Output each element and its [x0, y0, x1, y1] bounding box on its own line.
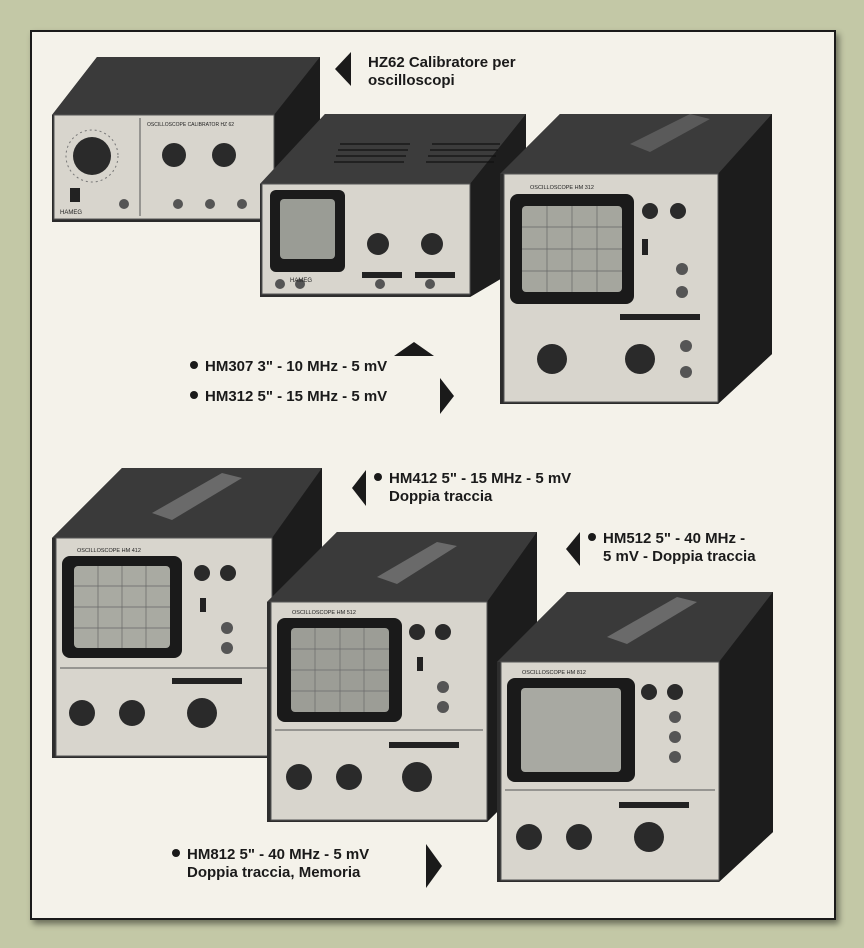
caption-hz62-line2: oscilloscopi [368, 72, 455, 89]
catalog-page: OSCILLOSCOPE CALIBRATOR HZ 62 HAMEG HAME… [30, 30, 836, 920]
bullet-icon [172, 849, 180, 857]
caption-hz62: HZ62 Calibratore per oscilloscopi [368, 54, 516, 90]
caption-hm307-text: HM307 3" - 10 MHz - 5 mV [205, 358, 388, 375]
arrow-right-icon [440, 378, 454, 414]
arrow-up-icon [394, 342, 434, 356]
hz62-panel-label: OSCILLOSCOPE CALIBRATOR HZ 62 [147, 122, 234, 128]
hm307-panel-label: HAMEG [290, 278, 312, 284]
hz62-brand: HAMEG [60, 210, 82, 216]
caption-hm312-text: HM312 5" - 15 MHz - 5 mV [205, 388, 388, 405]
bullet-icon [374, 473, 382, 481]
caption-hm412: HM412 5" - 15 MHz - 5 mV Doppia traccia [374, 470, 571, 506]
hm812-oscilloscope-image: OSCILLOSCOPE HM 812 [497, 592, 773, 882]
caption-hm512-line2: 5 mV - Doppia traccia [603, 548, 756, 565]
caption-hm512-line1: HM512 5" - 40 MHz - [603, 530, 746, 547]
arrow-left-icon [566, 532, 580, 566]
hm812-panel-label: OSCILLOSCOPE HM 812 [522, 670, 586, 676]
arrow-left-icon [352, 470, 366, 506]
caption-hz62-line1: HZ62 Calibratore per [368, 54, 516, 71]
bullet-icon [190, 391, 198, 399]
caption-hm812-line2: Doppia traccia, Memoria [187, 864, 361, 881]
arrow-right-icon [426, 844, 442, 888]
hm307-oscilloscope-image: HAMEG [260, 114, 526, 297]
caption-hm412-line1: HM412 5" - 15 MHz - 5 mV [389, 470, 572, 487]
caption-hm312: HM312 5" - 15 MHz - 5 mV [190, 388, 387, 406]
caption-hm812-line1: HM812 5" - 40 MHz - 5 mV [187, 846, 370, 863]
hm412-panel-label: OSCILLOSCOPE HM 412 [77, 548, 141, 554]
hm512-panel-label: OSCILLOSCOPE HM 512 [292, 610, 356, 616]
arrow-left-icon [335, 52, 351, 86]
caption-hm512: HM512 5" - 40 MHz - 5 mV - Doppia tracci… [588, 530, 756, 566]
bullet-icon [588, 533, 596, 541]
caption-hm412-line2: Doppia traccia [389, 488, 493, 505]
hm312-oscilloscope-image: OSCILLOSCOPE HM 312 [500, 114, 772, 404]
caption-hm812: HM812 5" - 40 MHz - 5 mV Doppia traccia,… [172, 846, 369, 882]
bullet-icon [190, 361, 198, 369]
caption-hm307: HM307 3" - 10 MHz - 5 mV [190, 358, 387, 376]
hm312-panel-label: OSCILLOSCOPE HM 312 [530, 185, 594, 191]
hm412-oscilloscope-image: OSCILLOSCOPE HM 412 [52, 468, 322, 758]
hm512-oscilloscope-image: OSCILLOSCOPE HM 512 [267, 532, 537, 822]
